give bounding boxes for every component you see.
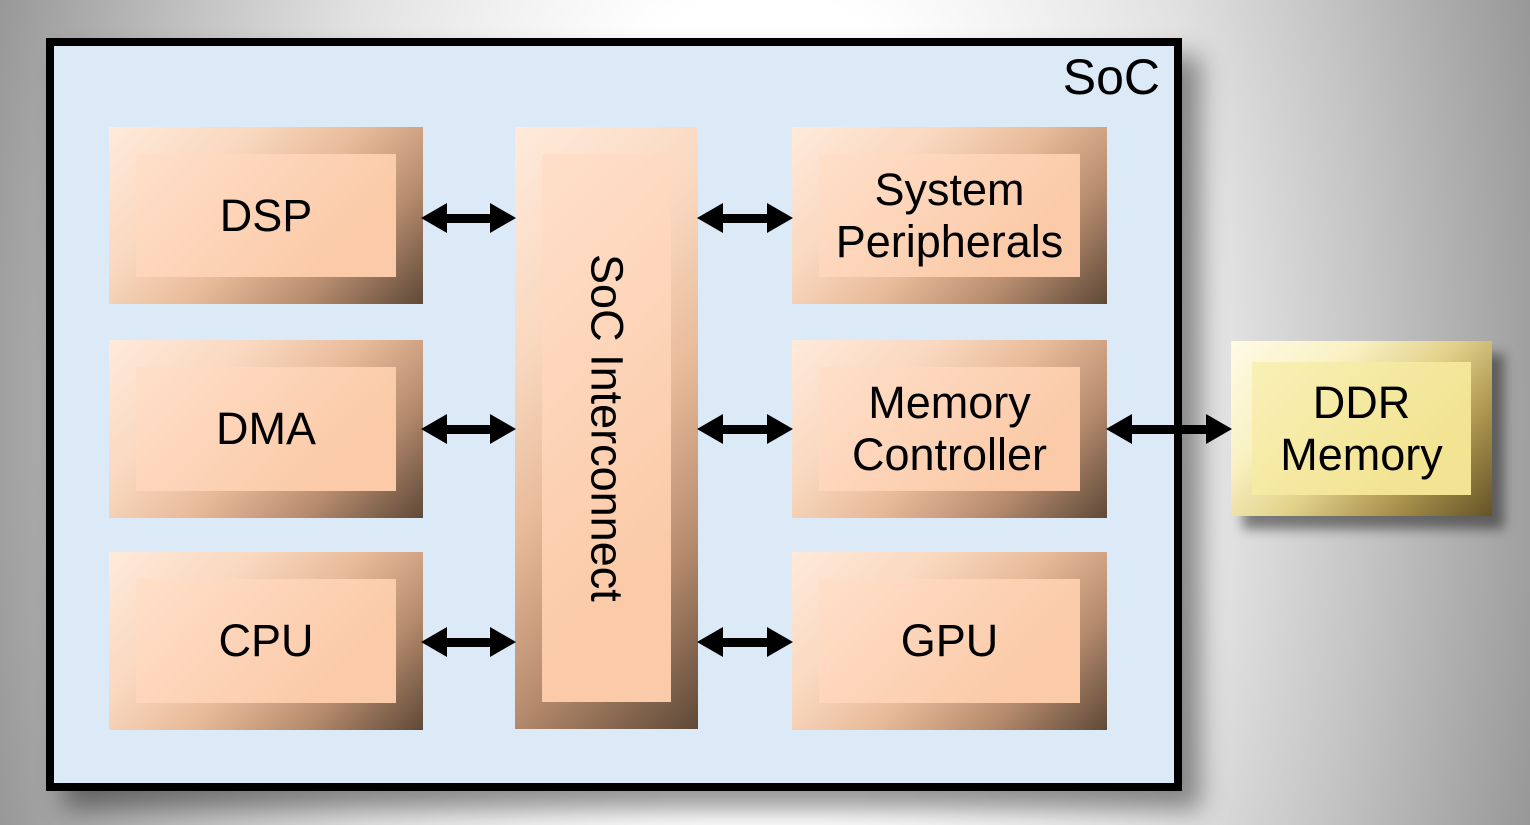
block-ddr-memory: DDR Memory [1231,341,1492,516]
arrow-shaft [722,424,768,434]
block-soc-interconnect-label: SoC Interconnect [581,254,633,602]
arrow-cpu-interconnect [421,627,516,657]
block-system-peripherals-label: System Peripherals [835,163,1064,267]
arrowhead-right-icon [490,414,516,444]
arrow-memory-controller-ddr [1106,414,1232,444]
arrowhead-right-icon [767,627,793,657]
arrow-shaft [446,213,491,223]
arrow-interconnect-memory-controller [697,414,793,444]
arrowhead-right-icon [767,414,793,444]
block-cpu: CPU [109,552,423,730]
arrow-shaft [1131,424,1207,434]
block-gpu-label: GPU [900,615,999,667]
arrow-dma-interconnect [421,414,516,444]
block-dsp-label: DSP [219,189,313,241]
arrowhead-left-icon [697,627,723,657]
arrowhead-left-icon [697,414,723,444]
arrowhead-left-icon [697,203,723,233]
block-dma: DMA [109,340,423,518]
block-ddr-memory-label: DDR Memory [1280,376,1443,480]
arrow-interconnect-gpu [697,627,793,657]
arrow-shaft [446,637,491,647]
arrowhead-right-icon [1206,414,1232,444]
arrowhead-left-icon [421,627,447,657]
block-dma-label: DMA [216,403,316,455]
soc-boundary-label: SoC [1062,49,1160,105]
block-gpu: GPU [792,552,1107,730]
arrowhead-left-icon [421,203,447,233]
arrowhead-left-icon [421,414,447,444]
block-dsp: DSP [109,127,423,304]
arrow-shaft [446,424,491,434]
block-memory-controller: Memory Controller [792,340,1107,518]
block-cpu-label: CPU [218,615,314,667]
block-memory-controller-label: Memory Controller [851,377,1048,480]
arrow-dsp-interconnect [421,203,516,233]
arrowhead-right-icon [490,627,516,657]
block-soc-interconnect: SoC Interconnect [515,127,698,729]
arrow-shaft [722,213,768,223]
arrow-shaft [722,637,768,647]
arrowhead-right-icon [490,203,516,233]
arrow-interconnect-peripherals [697,203,793,233]
arrowhead-right-icon [767,203,793,233]
block-system-peripherals: System Peripherals [792,127,1107,304]
arrowhead-left-icon [1106,414,1132,444]
